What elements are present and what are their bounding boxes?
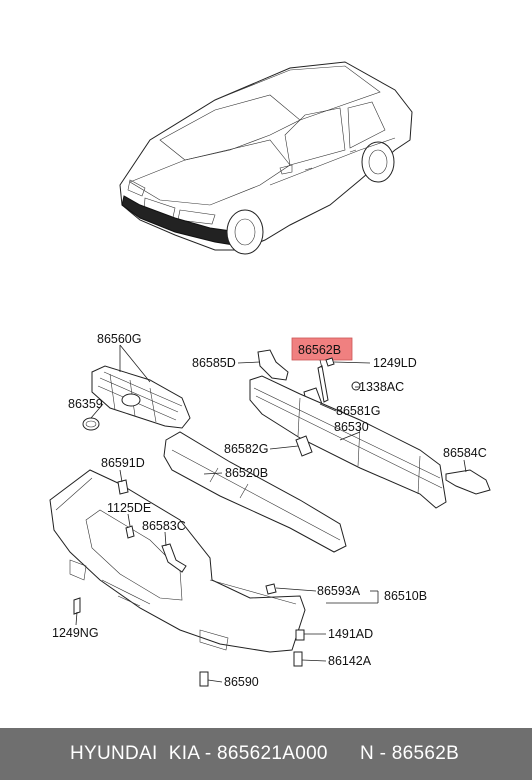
- label-upper-bracket: 86585D: [192, 356, 236, 370]
- label-beam: 86530: [334, 420, 369, 434]
- parts-diagram: 86560G 86359 86585D 86562B 1249LD 1338AC…: [49, 61, 491, 689]
- car-illustration: [119, 61, 413, 255]
- absorber-part: [163, 431, 347, 553]
- footer-bar: HYUNDAI KIA - 865621A000 N - 86562B: [0, 728, 532, 780]
- nut-right-part: [295, 629, 305, 641]
- label-bolt-bottom-left: 1249NG: [52, 626, 99, 640]
- label-right-bracket: 86584C: [443, 446, 487, 460]
- label-bumper-cover: 86510B: [384, 589, 427, 603]
- nut-part: [351, 381, 361, 391]
- label-absorber-bracket: 86582G: [224, 442, 268, 456]
- label-absorber: 86520B: [225, 466, 268, 480]
- right-bracket-part: [445, 469, 491, 495]
- label-nut: 1338AC: [359, 380, 404, 394]
- bolt-right-part: [293, 651, 303, 667]
- grille-part: [91, 365, 191, 429]
- label-bolt-bottom: 86590: [224, 675, 259, 689]
- label-highlighted-part: 86562B: [298, 343, 341, 357]
- label-emblem: 86359: [68, 397, 103, 411]
- bolt-bottom-left-part: [73, 597, 81, 615]
- emblem-part: [82, 417, 100, 431]
- leader-lines: [75, 344, 467, 683]
- highlight-box: [291, 337, 353, 361]
- label-stay: 86581G: [336, 404, 380, 418]
- label-screw-top: 1249LD: [373, 356, 417, 370]
- screw-left-part: [125, 525, 135, 539]
- label-screw-left: 1125DE: [107, 501, 151, 515]
- bolt-bottom-part: [199, 671, 209, 687]
- footer-ref-number: N - 86562B: [360, 743, 460, 764]
- label-clip-left: 86591D: [101, 456, 145, 470]
- label-grille: 86560G: [97, 332, 141, 346]
- label-center-bracket: 86583C: [142, 519, 186, 533]
- seal-part: [265, 583, 277, 595]
- center-bracket-part: [161, 543, 187, 573]
- absorber-bracket-part: [295, 435, 313, 457]
- upper-bracket-part: [257, 349, 289, 381]
- label-nut-right: 1491AD: [328, 627, 373, 641]
- beam-part: [249, 375, 447, 509]
- footer-part-number: HYUNDAI KIA - 865621A000: [70, 743, 328, 764]
- label-bolt-right: 86142A: [328, 654, 372, 668]
- screw-top-part: [325, 357, 335, 367]
- clip-left-part: [117, 479, 129, 495]
- stay-part: [317, 365, 329, 403]
- label-seal: 86593A: [317, 584, 361, 598]
